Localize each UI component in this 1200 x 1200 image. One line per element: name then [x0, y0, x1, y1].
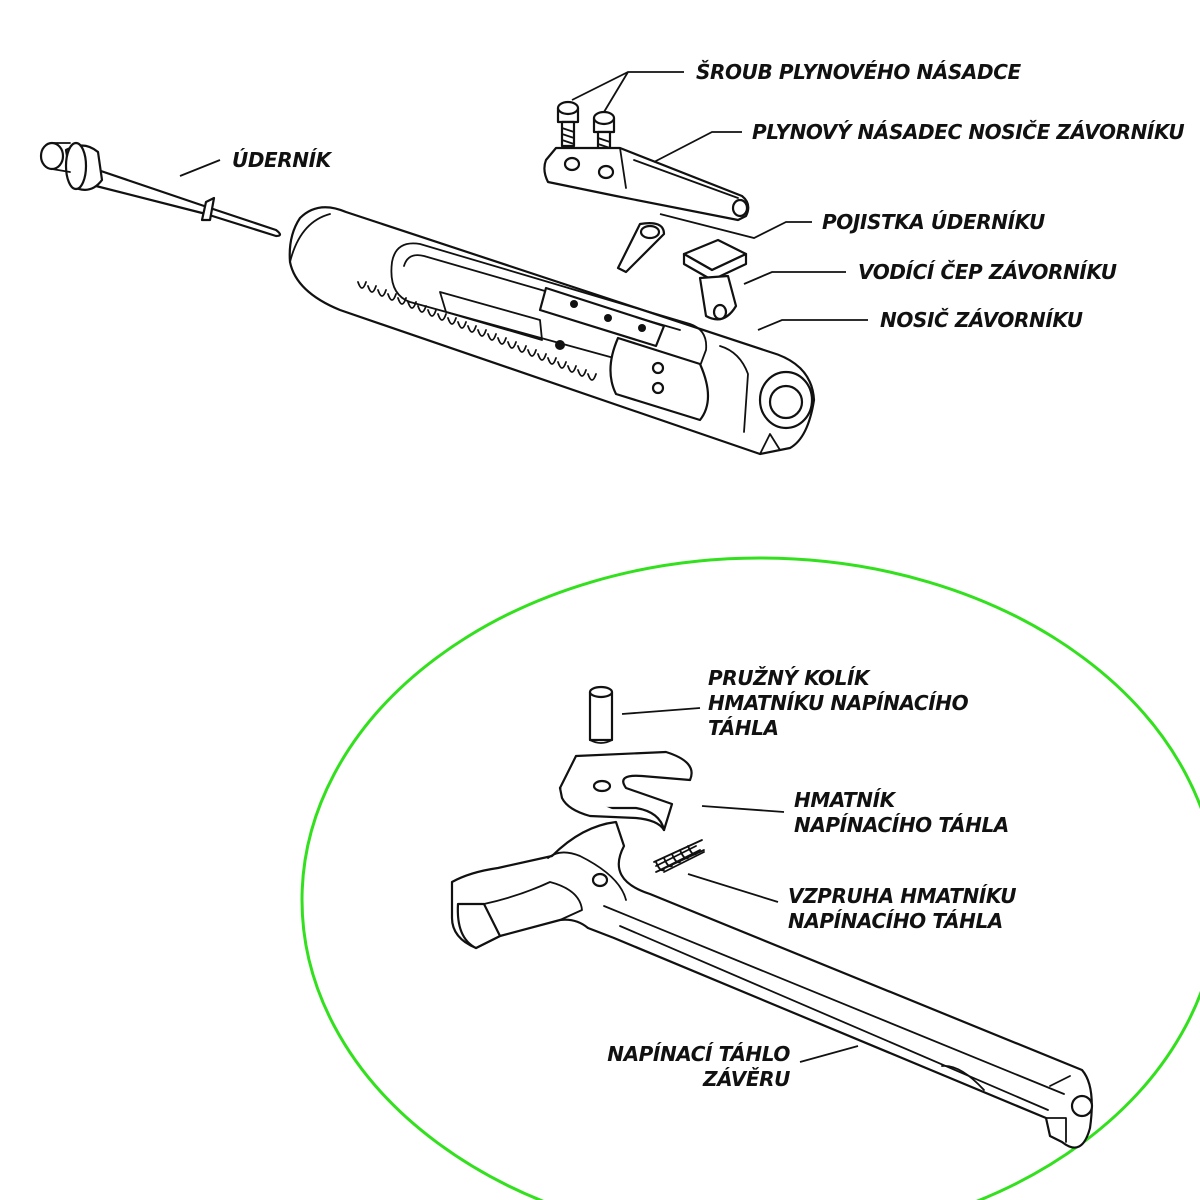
- label-latch-line-2: NAPÍNACÍHO TÁHLA: [794, 813, 1009, 837]
- label-latch-line-1: HMATNÍK: [794, 788, 895, 812]
- charging-handle-latch: [558, 750, 693, 832]
- roll-pin: [588, 685, 614, 744]
- label-cam-pin: VODÍCÍ ČEP ZÁVORNÍKU: [858, 260, 1117, 284]
- label-latch-spring-line-1: VZPRUHA HMATNÍKU: [788, 884, 1017, 908]
- latch-spring: [653, 839, 705, 873]
- firing-pin: [39, 141, 282, 238]
- firing-pin-retainer: [616, 222, 666, 274]
- highlight-ring: [300, 556, 1200, 1200]
- label-firing-pin: ÚDERNÍK: [232, 148, 331, 172]
- label-latch-spring-line-2: NAPÍNACÍHO TÁHLA: [788, 909, 1003, 933]
- gas-key: [543, 146, 750, 222]
- lower-leaders: [621, 707, 859, 1063]
- label-bolt-carrier: NOSIČ ZÁVORNÍKU: [880, 308, 1083, 332]
- upper-leaders: [179, 71, 868, 331]
- label-roll-pin: PRUŽNÝ KOLÍK HMATNÍKU NAPÍNACÍHO TÁHLA: [708, 666, 969, 741]
- bolt-carrier: [288, 206, 816, 456]
- cam-pin: [682, 238, 748, 321]
- label-latch: HMATNÍK NAPÍNACÍHO TÁHLA: [794, 788, 1009, 838]
- label-charging-handle-line-2: ZÁVĚRU: [702, 1067, 790, 1091]
- label-roll-pin-line-3: TÁHLA: [708, 716, 779, 740]
- label-roll-pin-line-2: HMATNÍKU NAPÍNACÍHO: [708, 691, 969, 715]
- label-charging-handle: NAPÍNACÍ TÁHLO ZÁVĚRU: [596, 1042, 790, 1092]
- label-firing-pin-retainer: POJISTKA ÚDERNÍKU: [822, 210, 1045, 234]
- label-gas-key: PLYNOVÝ NÁSADEC NOSIČE ZÁVORNÍKU: [752, 120, 1185, 144]
- label-roll-pin-line-1: PRUŽNÝ KOLÍK: [708, 666, 870, 690]
- label-latch-spring: VZPRUHA HMATNÍKU NAPÍNACÍHO TÁHLA: [788, 884, 1017, 934]
- label-charging-handle-line-1: NAPÍNACÍ TÁHLO: [607, 1042, 790, 1066]
- charging-handle: [450, 820, 1094, 1149]
- label-gas-key-screws: ŠROUB PLYNOVÉHO NÁSADCE: [696, 60, 1021, 84]
